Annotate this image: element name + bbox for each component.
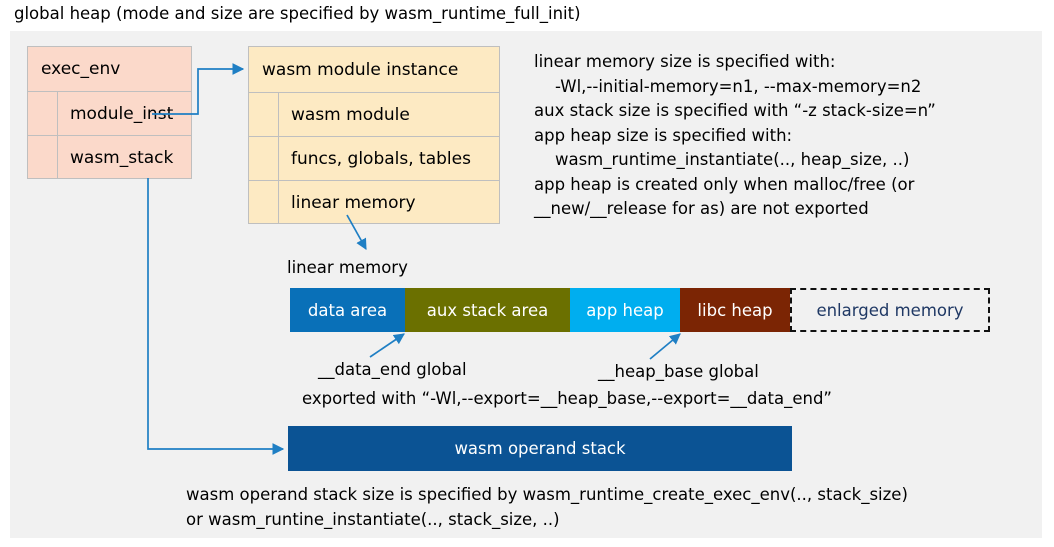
indent-spacer [249, 93, 279, 136]
module-instance-header-label: wasm module instance [262, 59, 459, 80]
wasm-stack-label: wasm_stack [70, 147, 174, 168]
funcs-globals-tables-label: funcs, globals, tables [291, 148, 471, 169]
memory-segment-data-area: data area [290, 288, 405, 332]
exec-env-header-label: exec_env [41, 59, 121, 79]
data-end-annotation: __data_end global [318, 360, 467, 379]
memory-segment-app-heap: app heap [570, 288, 680, 332]
memory-segment-enlarged-memory: enlarged memory [790, 288, 990, 332]
memory-config-notes: linear memory size is specified with: -W… [534, 52, 936, 218]
page-title: global heap (mode and size are specified… [14, 4, 581, 23]
module-instance-field-linear-memory: linear memory [249, 180, 499, 224]
linear-memory-bar: data area aux stack area app heap libc h… [290, 288, 990, 332]
module-instance-field-wasm-module: wasm module [249, 92, 499, 136]
linear-memory-field-label: linear memory [291, 192, 416, 213]
memory-segment-libc-heap: libc heap [680, 288, 790, 332]
memory-segment-label: enlarged memory [816, 300, 964, 320]
heap-base-annotation: __heap_base global [598, 362, 759, 381]
operand-stack-notes: wasm operand stack size is specified by … [186, 485, 908, 529]
exec-env-field-module-inst: module_inst [28, 91, 191, 135]
module-inst-label: module_inst [70, 103, 174, 124]
indent-spacer [28, 92, 58, 135]
indent-spacer [249, 181, 279, 224]
linear-memory-caption: linear memory [287, 258, 408, 277]
module-instance-field-funcs-globals-tables: funcs, globals, tables [249, 136, 499, 180]
exec-env-field-wasm-stack: wasm_stack [28, 135, 191, 179]
indent-spacer [249, 137, 279, 180]
memory-segment-label: data area [307, 300, 388, 320]
memory-segment-aux-stack-area: aux stack area [405, 288, 570, 332]
wasm-operand-stack-label: wasm operand stack [454, 439, 626, 458]
exec-env-box: exec_env module_inst wasm_stack [27, 46, 192, 179]
wasm-operand-stack-bar: wasm operand stack [288, 426, 792, 471]
module-instance-header: wasm module instance [249, 47, 499, 92]
exec-env-header: exec_env [28, 47, 191, 91]
memory-segment-label: libc heap [697, 300, 773, 320]
memory-segment-label: app heap [586, 300, 664, 320]
wasm-module-instance-box: wasm module instance wasm module funcs, … [248, 46, 500, 224]
wasm-module-label: wasm module [291, 104, 410, 125]
memory-segment-label: aux stack area [426, 300, 549, 320]
indent-spacer [28, 136, 58, 179]
export-flags-annotation: exported with “-Wl,--export=__heap_base,… [302, 389, 832, 408]
